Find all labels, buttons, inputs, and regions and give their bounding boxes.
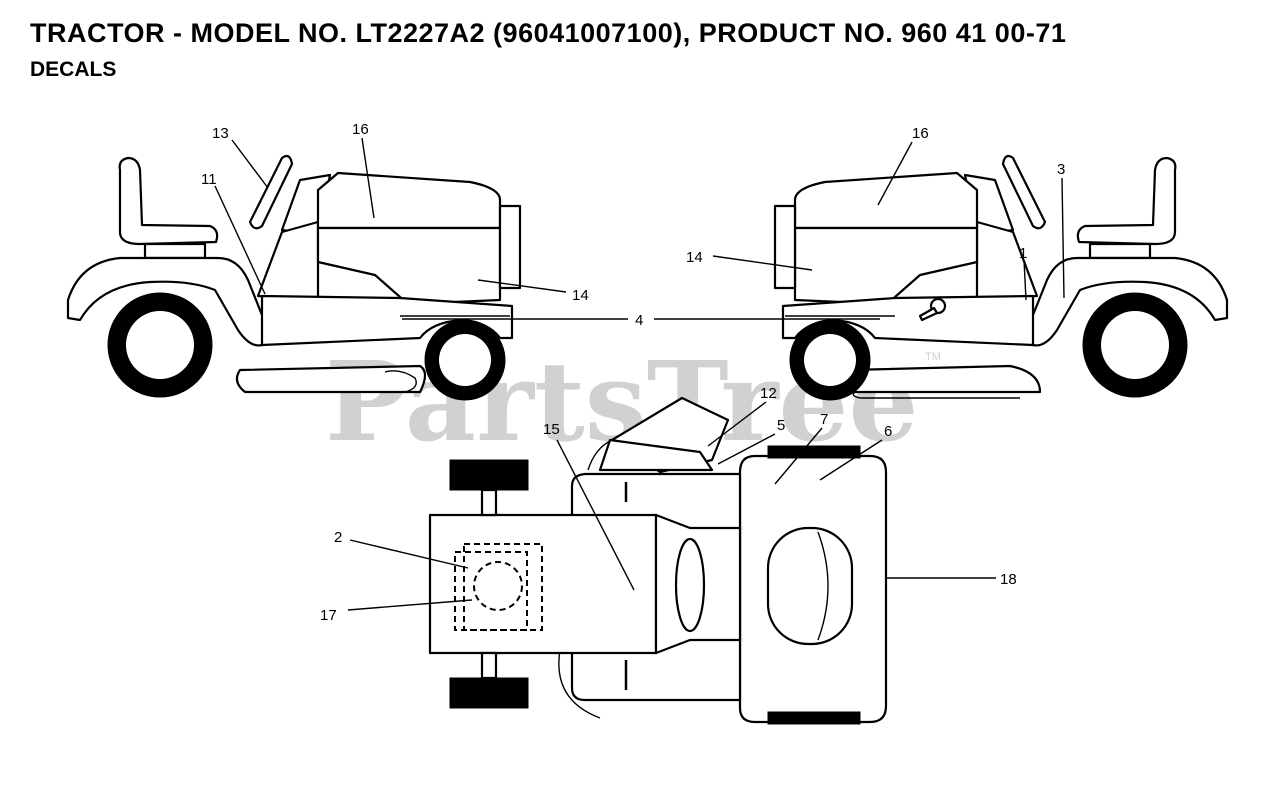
callout-15: 15 bbox=[543, 421, 560, 438]
right-rear-fender bbox=[913, 256, 1229, 347]
page-subtitle: DECALS bbox=[30, 58, 117, 81]
top-front-wheel-right bbox=[449, 459, 529, 491]
right-hood-side bbox=[793, 226, 979, 306]
left-mower-deck bbox=[235, 364, 427, 394]
top-seat bbox=[766, 526, 854, 646]
page-title: TRACTOR - MODEL NO. LT2227A2 (9604100710… bbox=[30, 18, 1067, 48]
callout-3: 3 bbox=[1057, 161, 1065, 178]
leader-lines bbox=[214, 137, 1065, 611]
callout-13: 13 bbox=[212, 125, 229, 142]
callout-5: 5 bbox=[777, 417, 785, 434]
callout-7: 7 bbox=[820, 411, 828, 428]
left-seat bbox=[118, 156, 219, 246]
top-front-wheel-left bbox=[449, 677, 529, 709]
callout-6: 6 bbox=[884, 423, 892, 440]
callout-14-left: 14 bbox=[572, 287, 589, 304]
right-hood-top bbox=[793, 171, 979, 230]
left-hood-side bbox=[316, 226, 502, 306]
right-mower-deck bbox=[843, 364, 1042, 394]
watermark-tm: TM bbox=[925, 351, 941, 363]
top-view-tractor bbox=[428, 396, 888, 725]
right-steering-wheel bbox=[1001, 154, 1047, 230]
left-steering-wheel bbox=[248, 154, 294, 230]
callout-4: 4 bbox=[635, 312, 643, 329]
callout-12: 12 bbox=[760, 385, 777, 402]
callout-11: 11 bbox=[201, 171, 217, 188]
left-hood-top bbox=[316, 171, 502, 230]
callout-1: 1 bbox=[1019, 245, 1027, 262]
left-grille bbox=[498, 204, 522, 290]
top-hood bbox=[428, 513, 658, 655]
callout-16-right: 16 bbox=[912, 125, 929, 142]
left-side-view-tractor bbox=[66, 154, 522, 401]
left-rear-fender bbox=[66, 256, 382, 347]
right-seat bbox=[1076, 156, 1177, 246]
decal-area-17 bbox=[463, 543, 543, 631]
right-side-view-tractor bbox=[773, 154, 1229, 401]
callout-2: 2 bbox=[334, 529, 342, 546]
callout-14-right: 14 bbox=[686, 249, 703, 266]
callout-17: 17 bbox=[320, 607, 337, 624]
callout-16-left: 16 bbox=[352, 121, 369, 138]
top-steering-wheel bbox=[674, 537, 706, 633]
callout-18: 18 bbox=[1000, 571, 1017, 588]
callout-labels: 13 11 16 14 4 14 16 3 1 12 5 7 6 15 2 17… bbox=[201, 121, 1065, 624]
